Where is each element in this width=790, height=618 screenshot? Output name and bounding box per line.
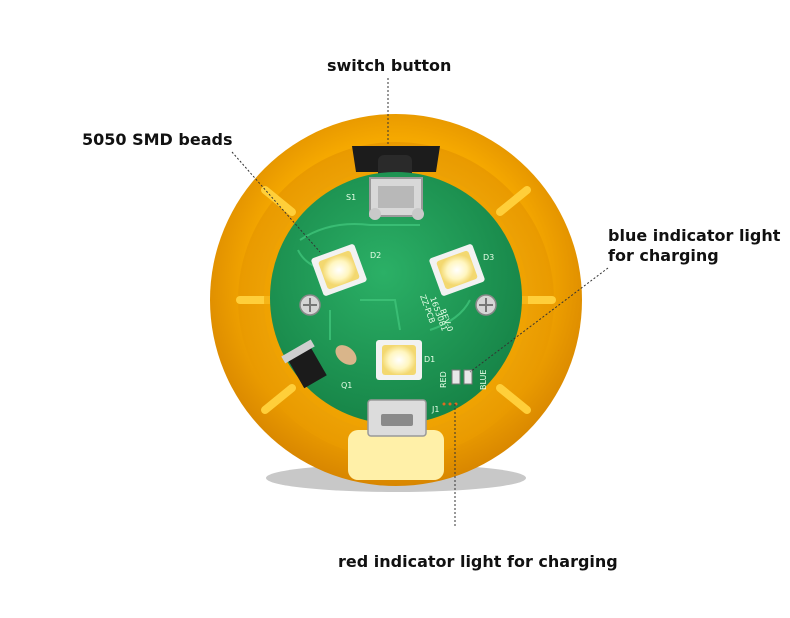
red-indicator-label: red indicator light for charging: [338, 552, 618, 571]
screw-left: [299, 294, 321, 316]
indicator-blue-led: [463, 369, 473, 385]
led-d3: [429, 244, 485, 296]
switch-button-label: switch button: [327, 56, 452, 75]
housing-notch: [348, 430, 444, 480]
pcb-board: [270, 172, 522, 424]
silk-d2: D2: [370, 251, 381, 260]
silk-d1: D1: [424, 355, 435, 364]
silk-q1: Q1: [341, 381, 352, 390]
led-d1: [376, 340, 422, 380]
indicator-red-led: [451, 369, 461, 385]
component-cap: [335, 345, 357, 365]
silk-blue: BLUE: [479, 370, 488, 390]
blue-indicator-label-line2: for charging: [608, 246, 719, 265]
blue-indicator-label-line1: blue indicator light: [608, 226, 781, 245]
leader-lines: [231, 78, 609, 528]
silk-s1: S1: [346, 193, 356, 202]
silk-d3: D3: [483, 253, 494, 262]
led-d2: [311, 244, 367, 296]
screw-right: [475, 294, 497, 316]
blue-indicator-label: blue indicator light for charging: [608, 226, 780, 266]
smd-beads-label: 5050 SMD beads: [82, 130, 233, 149]
silk-red: RED: [439, 371, 448, 388]
silk-j1: J1: [431, 405, 439, 414]
